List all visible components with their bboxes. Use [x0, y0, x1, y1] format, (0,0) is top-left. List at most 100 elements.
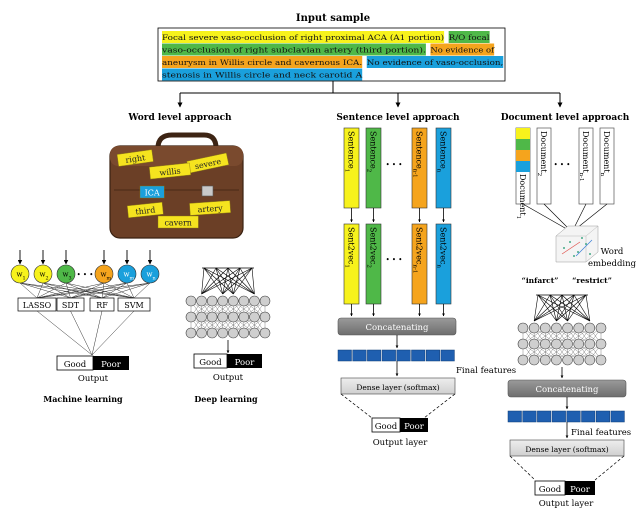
fan-line: [562, 295, 590, 321]
model-name: SVM: [124, 301, 143, 310]
input-text-segment: Focal severe vaso-occlusion of right pro…: [162, 33, 444, 42]
heading-document-level: Document level approach: [501, 113, 630, 123]
feature-cell: [412, 350, 426, 361]
doc-to-embedding: [523, 204, 572, 232]
final-features-label: Final features: [571, 428, 631, 438]
deep-learning-caption: Deep learning: [194, 394, 258, 404]
fan-line: [550, 295, 590, 321]
feature-cell: [382, 350, 396, 361]
fan-line: [586, 295, 590, 321]
neuron: [249, 312, 259, 322]
connection: [20, 283, 37, 298]
ellipsis: • • •: [77, 271, 94, 279]
sentence-level-pipeline: Sentence1Sent2vec1Sentence2Sent2vec2Sent…: [338, 128, 516, 448]
neuron: [529, 323, 539, 333]
heading-sentence-level: Sentence level approach: [336, 113, 460, 123]
neuron: [218, 312, 228, 322]
neuron: [218, 328, 228, 338]
connection: [92, 311, 102, 355]
feature-cell: [367, 350, 381, 361]
neuron: [186, 312, 196, 322]
word-note: artery: [189, 201, 230, 216]
machine-learning-model: w1w2w3wmwmwn• • •LASSOSDTRFSVMGoodPoorOu…: [11, 250, 159, 384]
connection: [71, 311, 93, 355]
fan-line: [534, 295, 562, 321]
neuron: [518, 323, 528, 333]
output-label: Output: [78, 374, 109, 384]
neuron: [574, 355, 584, 365]
good-label: Good: [64, 360, 87, 370]
embedding-cube: [556, 226, 598, 262]
good-label: Good: [539, 485, 562, 495]
feature-cell: [353, 350, 367, 361]
neuron: [540, 355, 550, 365]
neuron: [239, 312, 249, 322]
neuron: [186, 328, 196, 338]
feature-cell: [441, 350, 455, 361]
neuron: [207, 312, 217, 322]
neuron: [239, 296, 249, 306]
neuron: [518, 355, 528, 365]
neuron: [197, 312, 207, 322]
poor-label: Poor: [404, 422, 425, 432]
neuron: [260, 296, 270, 306]
connection: [20, 283, 71, 298]
doc-stripe-yellow: [516, 128, 530, 139]
embedding-point: [589, 253, 591, 255]
feature-cell: [523, 411, 537, 422]
doc-stripe-blue: [516, 161, 530, 172]
neuron: [207, 296, 217, 306]
word-note: ICA: [140, 186, 164, 198]
neuron: [596, 323, 606, 333]
word-embedding-label: embedding: [588, 259, 637, 269]
dense-layer-label: Dense layer (softmax): [525, 445, 608, 454]
neuron: [529, 339, 539, 349]
top-connectors: [180, 81, 560, 107]
poor-label: Poor: [235, 358, 256, 368]
ellipsis: • • •: [554, 161, 571, 169]
neuron: [529, 355, 539, 365]
input-text-segment: stenosis in Willis circle and neck carot…: [162, 71, 363, 80]
note-word: cavern: [164, 219, 191, 228]
neuron: [563, 355, 573, 365]
embedding-point: [581, 237, 583, 239]
neuron: [563, 339, 573, 349]
note-word: ICA: [145, 189, 160, 198]
neuron: [207, 328, 217, 338]
neuron: [249, 328, 259, 338]
concatenating-label: Concatenating: [366, 323, 430, 333]
dashed-edge: [510, 456, 535, 480]
feature-cell: [552, 411, 566, 422]
poor-label: Poor: [570, 485, 591, 495]
neuron: [239, 328, 249, 338]
connection: [102, 283, 104, 298]
neuron: [260, 328, 270, 338]
feature-cell: [582, 411, 596, 422]
feature-cell: [338, 350, 352, 361]
dashed-edge: [595, 456, 624, 480]
input-text-segment: R/O focal: [449, 33, 491, 42]
neuron: [574, 323, 584, 333]
heading-word-level: Word level approach: [127, 113, 232, 123]
feature-cell: [567, 411, 581, 422]
final-features-label: Final features: [456, 366, 516, 376]
output-layer-label: Output layer: [539, 499, 595, 508]
embedding-point: [577, 251, 579, 253]
feature-cell: [508, 411, 522, 422]
neuron: [596, 355, 606, 365]
doc-stripe-orange: [516, 150, 530, 161]
poor-label: Poor: [101, 360, 122, 370]
feature-cell: [611, 411, 625, 422]
machine-learning-caption: Machine learning: [43, 394, 123, 404]
neuron: [551, 355, 561, 365]
embedding-point: [585, 243, 587, 245]
neuron: [260, 312, 270, 322]
fan-line: [228, 268, 254, 294]
input-text-segment: vaso-occlusion of right subclavian arter…: [161, 46, 426, 55]
deep-learning-model: GoodPoorOutput: [186, 268, 270, 383]
fan-line: [534, 295, 574, 321]
word-embedding-label: Word: [601, 247, 624, 257]
model-name: LASSO: [23, 301, 52, 310]
